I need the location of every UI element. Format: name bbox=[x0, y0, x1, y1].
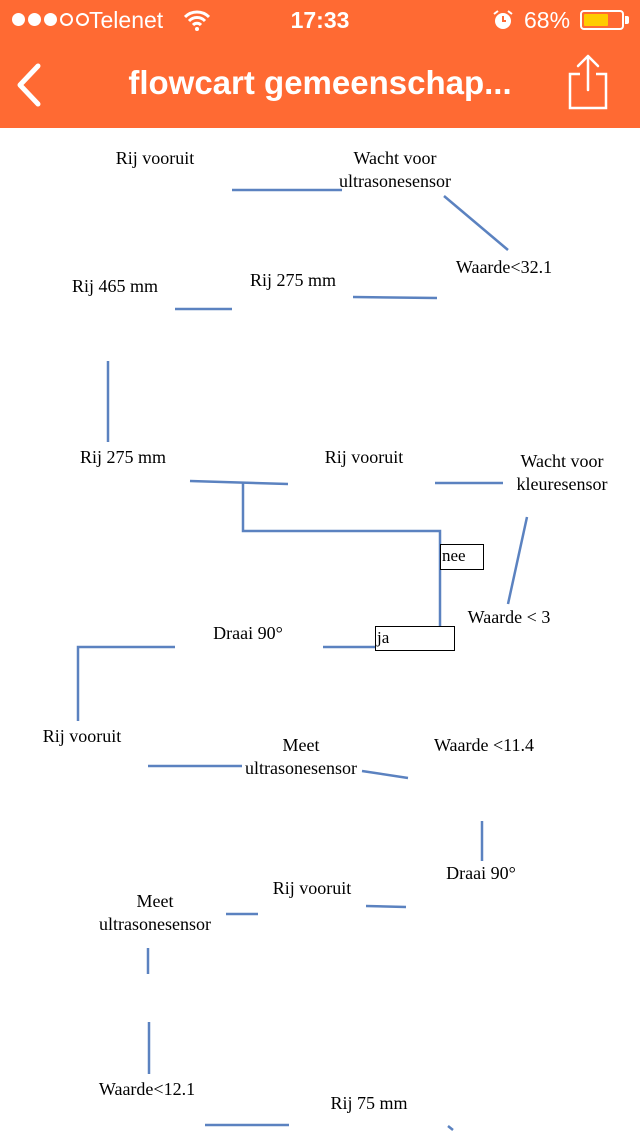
status-time: 17:33 bbox=[290, 7, 350, 33]
flowchart-connectors bbox=[76, 188, 529, 1131]
status-bar: Telenet 17:33 68% bbox=[0, 0, 640, 40]
connector-line bbox=[447, 1125, 454, 1131]
step-meet-ultrasonesensor: Meet ultrasonesensor bbox=[99, 891, 211, 934]
document-view[interactable]: Rij vooruit Wacht voor ultrasonesensor W… bbox=[0, 128, 640, 1136]
step-draai-90: Draai 90° bbox=[213, 623, 283, 643]
signal-strength-icon bbox=[12, 13, 89, 26]
branch-nee-label: nee bbox=[440, 544, 484, 570]
condition-waarde-12: Waarde<12.1 bbox=[98, 1079, 196, 1099]
step-rij-vooruit: Rij vooruit bbox=[324, 447, 404, 467]
step-rij-75: Rij 75 mm bbox=[330, 1093, 408, 1113]
connector-line bbox=[189, 479, 289, 486]
condition-waarde-11: Waarde <11.4 bbox=[434, 735, 534, 755]
step-meet-ultrasonesensor: Meet ultrasonesensor bbox=[245, 735, 357, 778]
carrier-name: Telenet bbox=[89, 7, 164, 33]
header-bar: Telenet 17:33 68% flowcart gemeenschap..… bbox=[0, 0, 640, 128]
connector-line bbox=[443, 195, 509, 251]
step-rij-vooruit: Rij vooruit bbox=[42, 726, 122, 746]
battery-level bbox=[584, 14, 609, 26]
connector-line bbox=[352, 295, 438, 300]
condition-waarde-3: Waarde < 3 bbox=[467, 607, 551, 627]
battery-percentage: 68% bbox=[524, 7, 571, 33]
share-icon[interactable] bbox=[566, 52, 610, 112]
wifi-icon bbox=[184, 10, 210, 31]
branch-ja-label: ja bbox=[375, 626, 455, 651]
page-title: flowcart gemeenschap... bbox=[128, 64, 512, 101]
connector-line bbox=[506, 516, 529, 605]
alarm-icon bbox=[493, 10, 513, 29]
step-rij-vooruit: Rij vooruit bbox=[115, 148, 195, 168]
connector-line bbox=[365, 904, 407, 909]
battery-tip bbox=[625, 16, 629, 24]
battery-icon bbox=[580, 10, 624, 30]
step-rij-275: Rij 275 mm bbox=[79, 447, 166, 467]
step-rij-vooruit: Rij vooruit bbox=[272, 878, 352, 898]
chevron-left-icon[interactable] bbox=[14, 60, 46, 110]
step-draai-90: Draai 90° bbox=[446, 863, 516, 883]
step-wacht-ultrasonesensor: Wacht voor ultrasonesensor bbox=[339, 148, 451, 191]
step-rij-275: Rij 275 mm bbox=[249, 270, 336, 290]
step-rij-465: Rij 465 mm bbox=[71, 276, 158, 296]
connector-line bbox=[361, 769, 409, 780]
step-wacht-kleuresensor: Wacht voor kleuresensor bbox=[516, 451, 608, 494]
condition-waarde-32: Waarde<32.1 bbox=[455, 257, 553, 277]
connector-line bbox=[241, 483, 442, 627]
connector-line bbox=[76, 645, 175, 721]
